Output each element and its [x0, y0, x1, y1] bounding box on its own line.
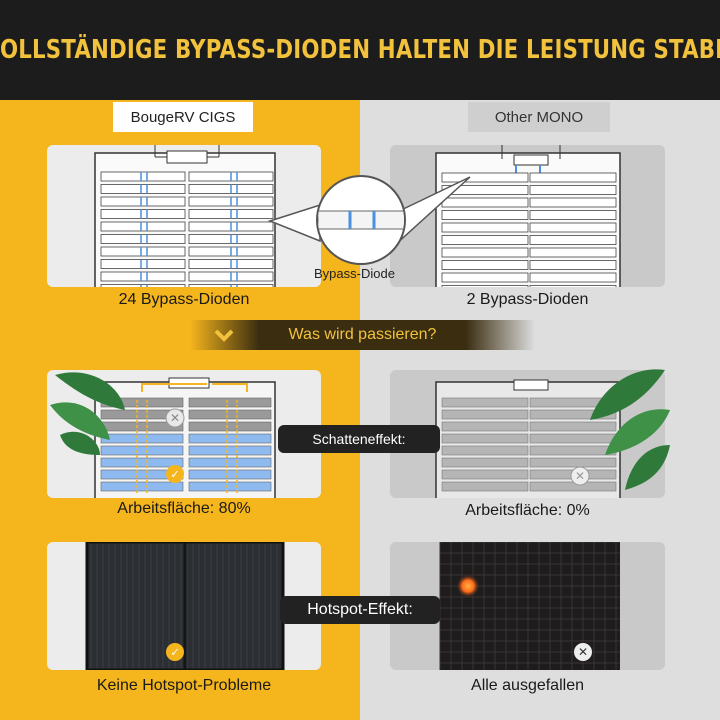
check-icon	[166, 643, 184, 661]
page-title: VOLLSTÄNDIGE BYPASS-DIODEN HALTEN DIE LE…	[0, 35, 720, 65]
mono-panel-photo: ✕	[439, 542, 620, 670]
svg-text:✓: ✓	[170, 646, 179, 659]
hotspot-marker	[456, 574, 480, 598]
svg-text:✓: ✓	[170, 468, 179, 481]
right-hotspot-caption: Alle ausgefallen	[471, 677, 584, 694]
left-diode-caption: 24 Bypass-Dioden	[118, 291, 250, 308]
svg-text:✕: ✕	[575, 469, 585, 483]
hotspot-effect-label: Hotspot-Effekt:	[280, 596, 440, 624]
header: VOLLSTÄNDIGE BYPASS-DIODEN HALTEN DIE LE…	[0, 0, 720, 100]
close-icon	[574, 643, 592, 661]
mono-panel-card	[390, 145, 665, 287]
mono-shade-diagram: ✕	[435, 379, 621, 498]
shade-effect-label: Schatteneffekt:	[278, 425, 440, 453]
right-work-area-caption: Arbeitsfläche: 0%	[465, 502, 590, 519]
close-icon	[165, 408, 185, 428]
svg-text:✕: ✕	[170, 411, 180, 425]
banner-text: Was wird passieren?	[288, 326, 437, 343]
leaf-icon	[590, 369, 670, 490]
leaf-icon	[50, 372, 125, 455]
mono-hotspot-card: ✕	[390, 542, 665, 670]
cigs-panel-photo: ✓	[85, 542, 285, 670]
chevron-down-icon	[214, 329, 234, 342]
question-banner: Was wird passieren?	[190, 320, 535, 350]
svg-text:✕: ✕	[578, 645, 588, 659]
check-icon	[166, 465, 184, 483]
right-diode-caption: 2 Bypass-Dioden	[466, 291, 589, 308]
callout-label: Bypass-Diode	[314, 266, 395, 281]
left-hotspot-caption: Keine Hotspot-Probleme	[96, 677, 272, 694]
mono-panel-diagram	[435, 145, 621, 287]
brand-label-right: Other MONO	[468, 102, 610, 132]
left-work-area-caption: Arbeitsfläche: 80%	[117, 500, 251, 517]
brand-label-left: BougeRV CIGS	[113, 102, 253, 132]
bougerv-hotspot-card: ✓	[47, 542, 321, 670]
diode-magnifier	[316, 175, 406, 265]
bougerv-shade-card: ✕ ✓	[47, 370, 321, 498]
bougerv-shade-diagram: ✕ ✓	[94, 377, 276, 498]
close-icon	[570, 466, 590, 486]
